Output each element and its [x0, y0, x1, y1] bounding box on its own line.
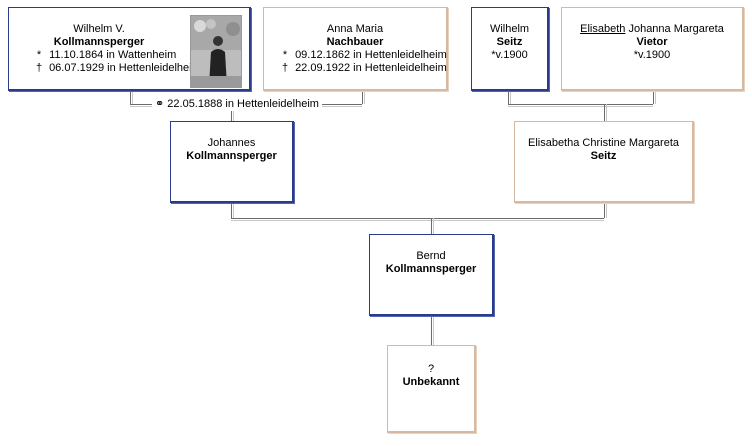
death-line: † 22.09.1922 in Hettenleidelheim	[278, 62, 447, 75]
birth-line: * 11.10.1864 in Wattenheim	[32, 49, 189, 62]
last-name: Nachbauer	[326, 36, 384, 48]
first-name: Elisabeth Johanna Margareta	[562, 23, 742, 36]
connector-line	[604, 202, 607, 218]
birth-line: *v.1900	[472, 49, 547, 62]
birth-icon: *	[491, 49, 496, 61]
first-name: Bernd	[416, 250, 446, 262]
connector-line	[431, 218, 434, 235]
person-card-elisabetha-seitz[interactable]: Elisabetha Christine Margareta Seitz	[514, 121, 694, 203]
last-name: Kollmannsperger	[186, 150, 277, 162]
connector-line	[231, 202, 234, 218]
last-name: Unbekannt	[402, 376, 460, 388]
birth-date: v.1900	[638, 49, 671, 61]
marriage-rings-icon: ⚭	[155, 98, 165, 110]
connector-line	[604, 104, 607, 122]
last-name: Kollmannsperger	[385, 263, 477, 275]
death-date: 22.09.1922 in Hettenleidelheim	[295, 62, 447, 74]
first-name: Elisabetha Christine Margareta	[527, 137, 680, 149]
person-card-bernd-kollmannsperger[interactable]: Bernd Kollmannsperger	[369, 234, 494, 316]
death-icon: †	[281, 62, 289, 74]
call-name: Elisabeth	[580, 23, 626, 35]
last-name: Seitz	[590, 150, 617, 162]
marriage-text: 22.05.1888 in Hettenleidelheim	[167, 98, 319, 110]
birth-icon: *	[633, 49, 639, 61]
death-line: † 06.07.1929 in Hettenleidelheim	[32, 62, 201, 75]
portrait-photo[interactable]	[190, 15, 242, 88]
person-card-elisabeth-vietor[interactable]: Elisabeth Johanna Margareta Vietor *v.19…	[561, 7, 744, 91]
first-name: Wilhelm	[489, 23, 530, 35]
connector-line	[653, 90, 656, 104]
birth-date: 11.10.1864 in Wattenheim	[49, 49, 177, 61]
birth-icon: *	[36, 49, 42, 61]
first-name: Johannes	[207, 137, 256, 149]
connector-line	[362, 90, 365, 104]
person-card-unbekannt[interactable]: ? Unbekannt	[387, 345, 476, 433]
first-name: Wilhelm V.	[73, 23, 125, 35]
connector-line	[231, 104, 234, 122]
connector-line	[130, 90, 133, 104]
birth-line: *v.1900	[562, 49, 742, 62]
connector-line	[231, 218, 604, 221]
last-name: Vietor	[636, 36, 668, 48]
marriage-label: ⚭ 22.05.1888 in Hettenleidelheim	[152, 98, 322, 111]
birth-date: v.1900	[495, 49, 528, 61]
death-date: 06.07.1929 in Hettenleidelheim	[49, 62, 201, 74]
person-card-wilhelm-seitz[interactable]: Wilhelm Seitz *v.1900	[471, 7, 549, 91]
birth-date: 09.12.1862 in Hettenleidelheim	[295, 49, 447, 61]
person-card-johannes-kollmannsperger[interactable]: Johannes Kollmannsperger	[170, 121, 294, 203]
connector-line	[508, 104, 653, 107]
portrait-image-icon	[191, 16, 241, 87]
first-name: ?	[427, 363, 435, 375]
connector-line	[431, 316, 434, 346]
middle-names: Johanna Margareta	[628, 23, 724, 35]
birth-line: * 09.12.1862 in Hettenleidelheim	[278, 49, 447, 62]
first-name: Anna Maria	[326, 23, 384, 35]
last-name: Seitz	[496, 36, 523, 48]
person-card-anna-maria-nachbauer[interactable]: Anna Maria Nachbauer * 09.12.1862 in Het…	[263, 7, 448, 91]
person-card-wilhelm-v-kollmannsperger[interactable]: Wilhelm V. Kollmannsperger * 11.10.1864 …	[8, 7, 251, 91]
last-name: Kollmannsperger	[53, 36, 145, 48]
birth-icon: *	[282, 49, 288, 61]
death-icon: †	[35, 62, 43, 74]
connector-line	[508, 90, 511, 104]
